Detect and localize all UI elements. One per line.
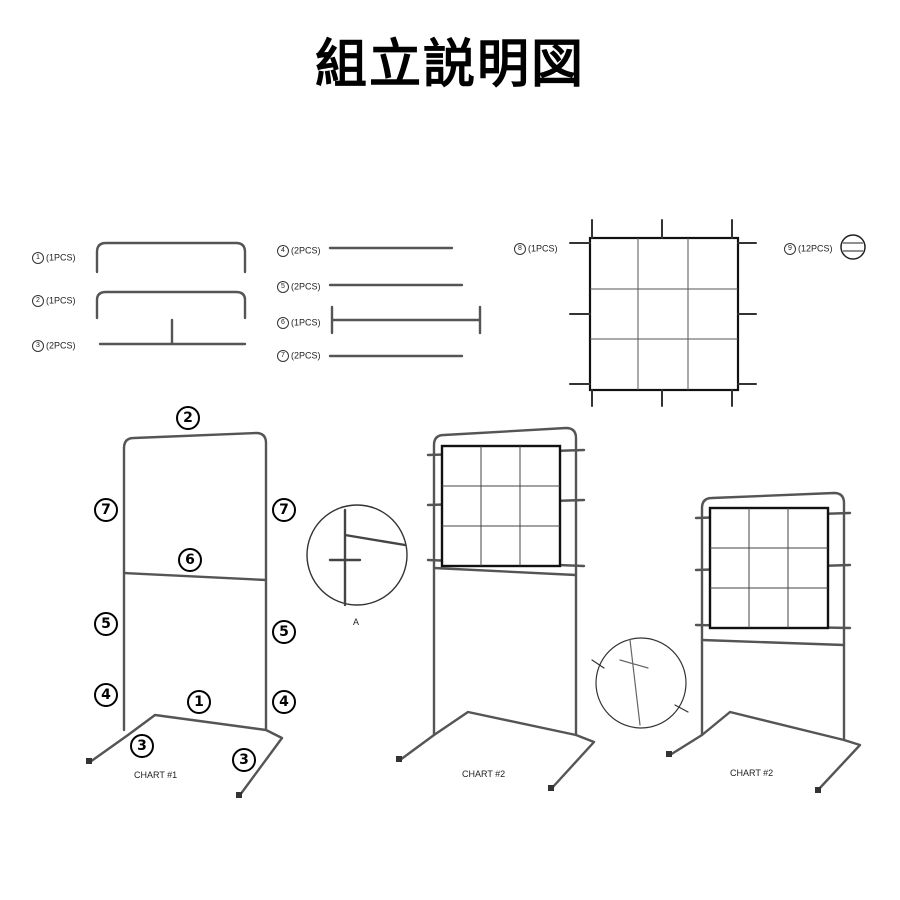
part-7-label: 7(2PCS) (277, 350, 321, 362)
part-number: 9 (784, 243, 796, 255)
part-number: 1 (32, 252, 44, 264)
part-qty: (1PCS) (291, 317, 321, 328)
part-number: 4 (277, 245, 289, 257)
part-number: 6 (277, 317, 289, 329)
part-8-net (569, 219, 757, 407)
part-qty: (1PCS) (46, 252, 76, 263)
part-qty: (2PCS) (46, 340, 76, 351)
part-qty: (1PCS) (528, 243, 558, 254)
part-6-label: 6(1PCS) (277, 317, 321, 329)
part-2-label: 2(1PCS) (32, 295, 76, 307)
callout-4-left: 4 (94, 683, 118, 707)
part-qty: (2PCS) (291, 350, 321, 361)
callout-4-right: 4 (272, 690, 296, 714)
callout-5-left: 5 (94, 612, 118, 636)
part-6-tube (330, 305, 482, 335)
chart-2a-net (440, 444, 562, 568)
part-qty: (2PCS) (291, 281, 321, 292)
chart-1-caption: CHART #1 (134, 770, 178, 780)
part-number: 2 (32, 295, 44, 307)
callout-6: 6 (178, 548, 202, 572)
callout-2: 2 (176, 406, 200, 430)
part-9-ring (840, 234, 866, 260)
part-3-label: 3(2PCS) (32, 340, 76, 352)
part-5-label: 5(2PCS) (277, 281, 321, 293)
chart-2b-caption: CHART #2 (730, 768, 774, 778)
callout-7-left: 7 (94, 498, 118, 522)
part-4-label: 4(2PCS) (277, 245, 321, 257)
chart-1-frame (88, 431, 284, 797)
part-1-tube (95, 241, 247, 274)
part-8-label: 8(1PCS) (514, 243, 558, 255)
part-2-tube (95, 290, 247, 320)
chart-2b-net (708, 506, 830, 630)
callout-3-right: 3 (232, 748, 256, 772)
detail-label-a: A (353, 617, 360, 627)
part-3-tube (98, 318, 247, 346)
part-qty: (1PCS) (46, 295, 76, 306)
part-qty: (2PCS) (291, 245, 321, 256)
part-number: 3 (32, 340, 44, 352)
callout-5-right: 5 (272, 620, 296, 644)
part-9-label: 9(12PCS) (784, 243, 833, 255)
part-number: 7 (277, 350, 289, 362)
callout-3-left: 3 (130, 734, 154, 758)
part-qty: (12PCS) (798, 243, 833, 254)
page-title: 組立説明図 (314, 35, 585, 95)
part-1-label: 1(1PCS) (32, 252, 76, 264)
detail-a-circle (306, 504, 408, 606)
callout-1: 1 (187, 690, 211, 714)
callout-7-right: 7 (272, 498, 296, 522)
chart-2a-caption: CHART #2 (462, 769, 506, 779)
part-number: 5 (277, 281, 289, 293)
detail-b-circle (595, 637, 687, 729)
part-number: 8 (514, 243, 526, 255)
